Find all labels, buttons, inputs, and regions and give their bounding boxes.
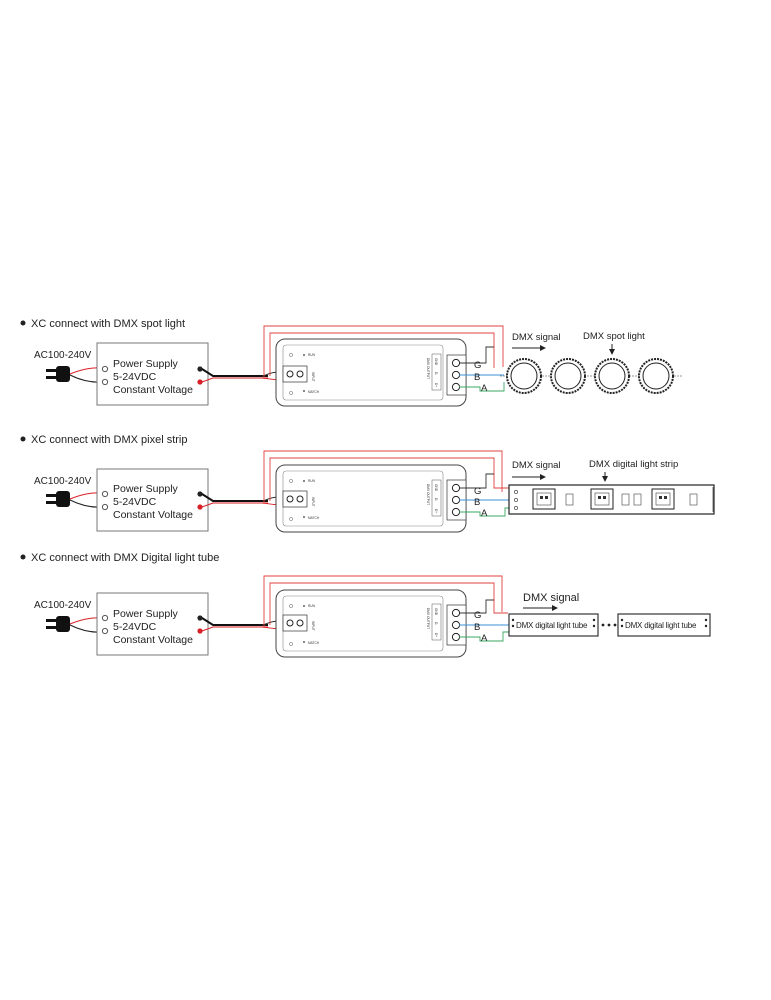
run-label: RUN — [308, 479, 316, 483]
match-label: MATCH — [308, 516, 320, 520]
terminal-b-label: B — [474, 622, 480, 633]
spot-light — [638, 358, 674, 394]
run-label: RUN — [308, 604, 316, 608]
tube-label: DMX digital light tube — [516, 621, 588, 630]
spot-light — [506, 358, 542, 394]
d-minus-label: D- — [434, 372, 438, 375]
dmx-controller: RUN MATCH INPUT DMX OUTPUT GND D- D+ — [275, 589, 467, 658]
dmx-signal-label: DMX signal — [512, 332, 561, 343]
power-supply-type: Constant Voltage — [113, 634, 193, 646]
dmx-output-label: DMX OUTPUT — [426, 484, 430, 505]
ac-voltage-label: AC100-240V — [34, 350, 92, 361]
dmx-wires: G B A — [263, 325, 505, 394]
section-title: XC connect with DMX spot light — [31, 318, 185, 330]
ac-voltage-label: AC100-240V — [34, 476, 92, 487]
pixel-chip — [590, 488, 614, 510]
dmx-controller: RUN MATCH INPUT DMX OUTPUT GND D- D+ — [275, 464, 467, 533]
terminal-b-label: B — [474, 372, 480, 383]
bullet-icon — [20, 320, 26, 326]
device-label: DMX digital light strip — [589, 459, 678, 470]
dmx-output-label: DMX OUTPUT — [426, 358, 430, 379]
d-minus-label: D- — [434, 622, 438, 625]
ac-plug-icon — [46, 616, 105, 633]
input-label: INPUT — [311, 621, 315, 631]
power-supply-type: Constant Voltage — [113, 509, 193, 521]
ac-plug-icon — [46, 491, 105, 508]
section-title: XC connect with DMX pixel strip — [31, 434, 188, 446]
device-label: DMX spot light — [583, 331, 645, 342]
light-tube: DMX digital light tube — [508, 613, 599, 637]
power-supply-label: Power Supply — [113, 608, 179, 620]
dmx-signal-label: DMX signal — [512, 460, 561, 471]
input-label: INPUT — [311, 497, 315, 507]
terminal-g-label: G — [474, 486, 481, 497]
dmx-output-label: DMX OUTPUT — [426, 608, 430, 629]
match-label: MATCH — [308, 390, 320, 394]
ac-voltage-label: AC100-240V — [34, 600, 92, 611]
terminal-g-label: G — [474, 610, 481, 621]
spot-light — [594, 358, 630, 394]
power-supply: Power Supply 5-24VDC Constant Voltage — [96, 468, 209, 532]
terminal-g-label: G — [474, 360, 481, 371]
power-supply: Power Supply 5-24VDC Constant Voltage — [96, 592, 209, 656]
dmx-wires: G B A — [263, 450, 512, 519]
dc-cable — [201, 368, 285, 383]
power-supply-voltage: 5-24VDC — [113, 621, 157, 633]
power-supply: Power Supply 5-24VDC Constant Voltage — [96, 342, 209, 406]
match-label: MATCH — [308, 641, 320, 645]
d-plus-label: D+ — [434, 509, 438, 513]
power-supply-voltage: 5-24VDC — [113, 371, 157, 383]
spot-light — [550, 358, 586, 394]
input-label: INPUT — [311, 372, 315, 382]
power-supply-voltage: 5-24VDC — [113, 496, 157, 508]
light-tube: DMX digital light tube — [617, 613, 711, 637]
d-plus-label: D+ — [434, 633, 438, 637]
section-title: XC connect with DMX Digital light tube — [31, 552, 219, 564]
section-light-tube: XC connect with DMX Digital light tube A… — [20, 552, 711, 658]
section-spot-light: XC connect with DMX spot light AC100-240… — [20, 318, 682, 407]
section-pixel-strip: XC connect with DMX pixel strip AC100-24… — [20, 434, 715, 533]
pixel-chip — [651, 488, 675, 510]
terminal-b-label: B — [474, 497, 480, 508]
spot-light-chain — [500, 358, 682, 394]
tube-label: DMX digital light tube — [625, 621, 697, 630]
terminal-a-label: A — [481, 633, 488, 644]
power-supply-type: Constant Voltage — [113, 384, 193, 396]
terminal-a-label: A — [481, 508, 488, 519]
pixel-chip — [532, 488, 556, 510]
d-minus-label: D- — [434, 498, 438, 501]
gnd-label: GND — [434, 608, 438, 616]
ac-plug-icon — [46, 366, 105, 383]
dc-cable — [201, 493, 285, 508]
dmx-controller: RUN MATCH INPUT DMX OUTPUT GND D- D+ — [275, 338, 467, 407]
gnd-label: GND — [434, 484, 438, 492]
power-supply-label: Power Supply — [113, 358, 179, 370]
dmx-signal-label: DMX signal — [523, 592, 579, 604]
pixel-strip — [508, 484, 715, 515]
power-supply-label: Power Supply — [113, 483, 179, 495]
d-plus-label: D+ — [434, 383, 438, 387]
gnd-label: GND — [434, 358, 438, 366]
dc-cable — [201, 617, 285, 632]
bullet-icon — [20, 554, 26, 560]
bullet-icon — [20, 436, 26, 442]
run-label: RUN — [308, 353, 316, 357]
dmx-wires: G B A — [263, 575, 510, 644]
terminal-a-label: A — [481, 383, 488, 394]
